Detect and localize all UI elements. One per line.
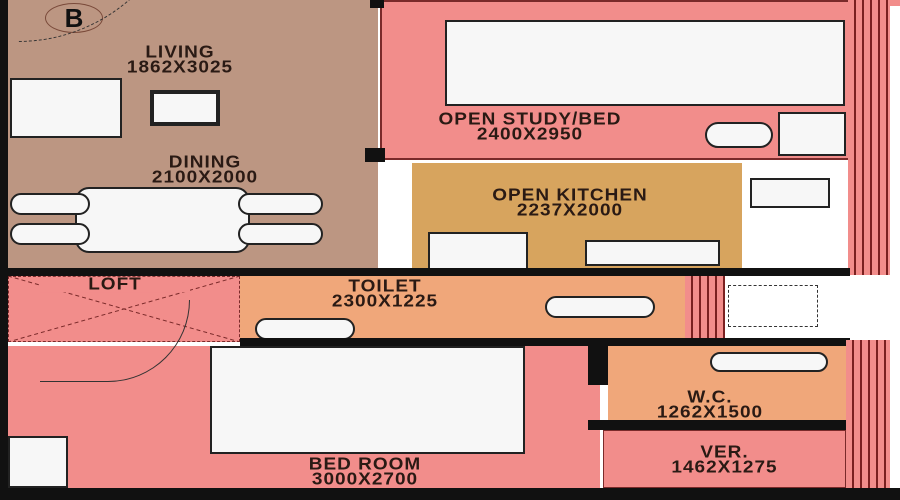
dining-chair — [10, 223, 90, 245]
shaft — [728, 285, 818, 327]
study-bed — [445, 20, 845, 106]
wall — [846, 340, 890, 490]
kitchen-counter — [428, 232, 528, 270]
study-chair — [705, 122, 773, 148]
study-cabinet — [778, 112, 846, 156]
wall — [848, 0, 890, 275]
wall — [0, 268, 850, 276]
wardrobe — [8, 436, 68, 488]
wall — [0, 0, 8, 500]
wall — [370, 0, 384, 8]
dining-chair — [10, 193, 90, 215]
wall — [588, 340, 608, 385]
stove-icon — [585, 240, 720, 266]
wc-commode-icon — [710, 352, 828, 372]
sink-icon — [750, 178, 830, 208]
dining-chair — [238, 193, 323, 215]
wall — [365, 148, 385, 162]
verandah-label: VER.1462X1275 — [671, 442, 778, 478]
toilet-commode-icon — [545, 296, 655, 318]
wall — [588, 420, 850, 430]
wc-label: W.C.1262X1500 — [656, 387, 764, 423]
wall — [240, 338, 850, 346]
side-table — [150, 90, 220, 126]
loft-label: LOFT — [40, 276, 190, 293]
bedroom-bed — [210, 346, 525, 454]
wash-basin-icon — [255, 318, 355, 340]
wall — [0, 488, 900, 500]
wall — [685, 276, 725, 340]
sofa — [10, 78, 122, 138]
dining-chair — [238, 223, 323, 245]
room-verandah — [603, 430, 846, 488]
dining-table — [75, 187, 250, 253]
